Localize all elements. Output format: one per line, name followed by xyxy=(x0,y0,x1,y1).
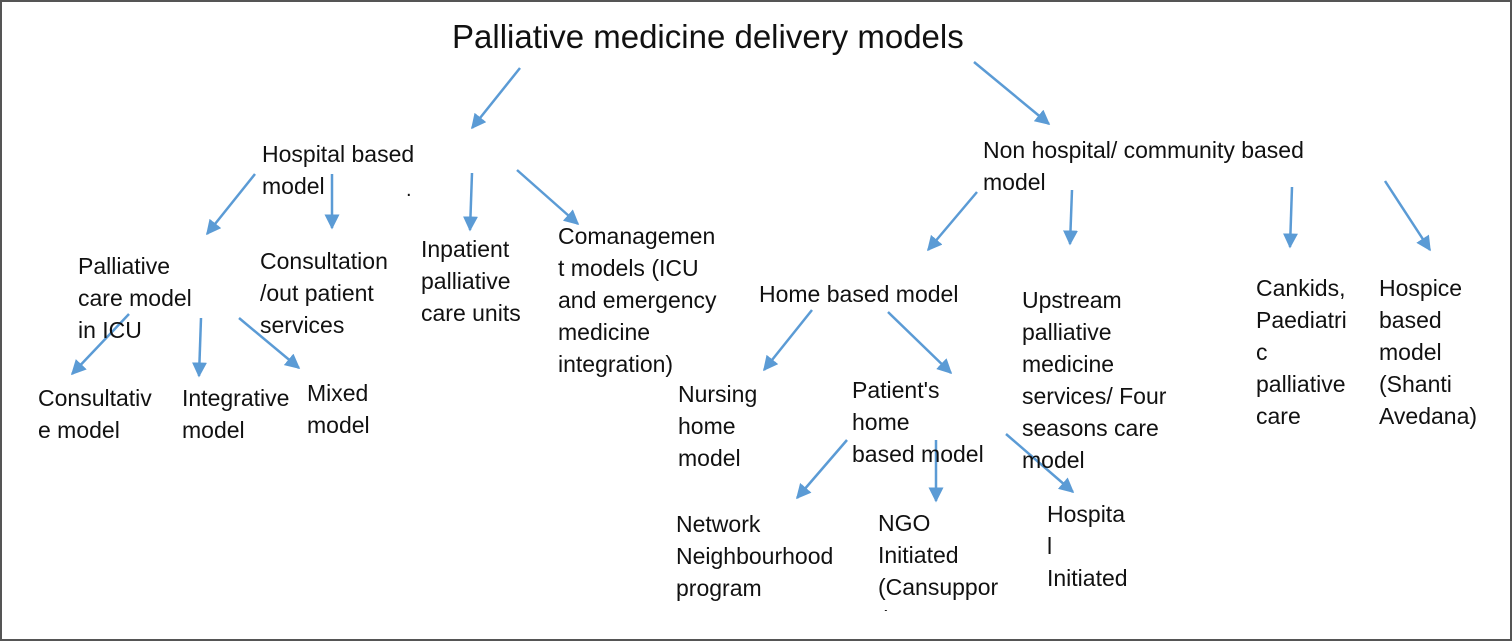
node-integrative-model: Integrative model xyxy=(182,385,290,443)
node-community-based-model: Non hospital/ community based model xyxy=(983,137,1304,195)
node-ngo-initiated: NGO Initiated (Cansuppor t) xyxy=(878,510,999,611)
arrow-hospital-to-inpatient xyxy=(462,172,478,232)
arrow-icu-to-consultative xyxy=(70,313,130,376)
arrow-title-to-hospital xyxy=(471,67,521,130)
arrow-community-to-home xyxy=(927,191,978,252)
arrow-hospital-to-icu xyxy=(206,173,256,236)
arrow-icu-to-mixed xyxy=(238,317,301,369)
node-network-neighbourhood: Network Neighbourhood program xyxy=(676,511,834,601)
node-upstream-services: Upstream palliative medicine services/ F… xyxy=(1022,287,1167,473)
stray-dot: . xyxy=(406,179,412,201)
arrow-community-to-upstream xyxy=(1063,189,1078,246)
arrow-icu-to-integrative xyxy=(191,317,207,378)
node-consultation-services: Consultation /out patient services xyxy=(260,248,388,338)
arrow-title-to-community xyxy=(973,61,1051,125)
node-cankids: Cankids, Paediatri c palliative care xyxy=(1256,275,1347,429)
arrow-community-to-cankids xyxy=(1282,186,1298,249)
diagram-title: Palliative medicine delivery models xyxy=(452,18,964,55)
arrow-community-to-hospice xyxy=(1383,180,1432,252)
node-home-based-model: Home based model xyxy=(759,281,959,307)
node-nursing-home-model: Nursing home model xyxy=(678,381,758,471)
node-inpatient-units: Inpatient palliative care units xyxy=(421,236,521,326)
node-patients-home-model: Patient's home based model xyxy=(852,377,984,467)
arrow-hospital-to-comanagement xyxy=(516,169,580,225)
node-consultative-model: Consultativ e model xyxy=(38,385,152,443)
arrow-home-to-patients-home xyxy=(887,311,953,375)
arrow-patients-home-to-hospital-initiated xyxy=(1005,433,1075,493)
node-mixed-model: Mixed model xyxy=(307,380,370,438)
node-hospital-based-model: Hospital based model xyxy=(262,141,415,199)
node-comanagement-models: Comanagemen t models (ICU and emergency … xyxy=(558,223,717,377)
arrow-patients-home-to-network xyxy=(796,439,848,500)
node-hospital-initiated: Hospita l Initiated xyxy=(1047,501,1128,591)
arrow-home-to-nursing xyxy=(763,309,813,372)
node-hospice-model: Hospice based model (Shanti Avedana) xyxy=(1379,275,1478,429)
node-palliative-care-icu: Palliative care model in ICU xyxy=(78,253,192,343)
